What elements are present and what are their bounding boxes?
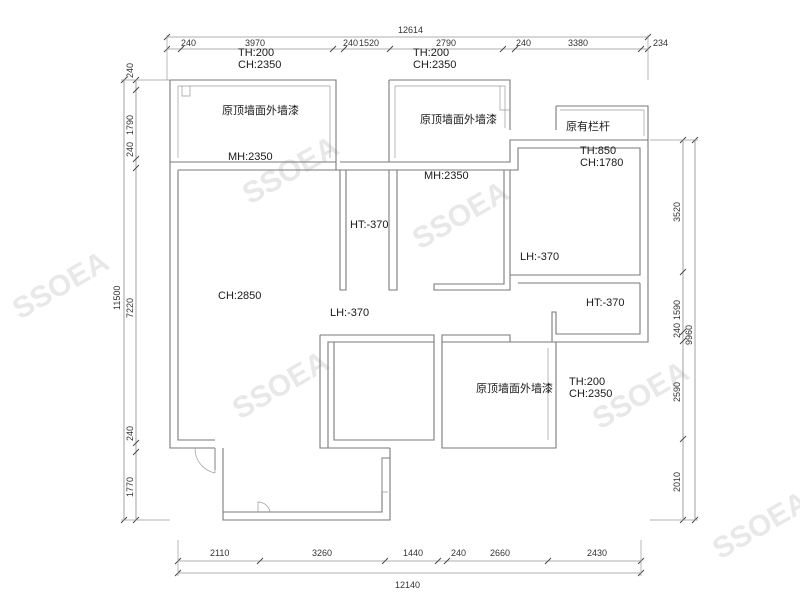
- left-dim-1: 240: [125, 63, 135, 78]
- balcony-mid-wall: [388, 79, 511, 162]
- right-dim-2: 1590: [672, 300, 682, 320]
- left-dim-6: 1770: [125, 477, 135, 497]
- top-dim-4: 1520: [359, 38, 379, 48]
- right-dim-4: 2590: [672, 382, 682, 402]
- bottom-dim-6: 2430: [587, 548, 607, 558]
- lh-neg370-a: LH:-370: [520, 251, 559, 263]
- ch-2350-b: CH:2350: [413, 59, 456, 71]
- th-200-b: TH:200: [413, 47, 449, 59]
- balcony-left-wall: [169, 79, 337, 162]
- balcony-mid-note: 原顶墙面外墙漆: [420, 112, 497, 126]
- ch-2350-c: CH:2350: [569, 388, 612, 400]
- bottom-dimension-chain: 2110 3260 1440 240 2660 2430 12140: [174, 540, 645, 590]
- top-dim-5: 2790: [436, 38, 456, 48]
- svg-text:SSOEA: SSOEA: [227, 345, 334, 426]
- top-total-dim: 12614: [398, 25, 423, 35]
- railing-balcony-wall: [555, 105, 649, 140]
- mh-2350-mid: MH:2350: [424, 170, 469, 182]
- right-dim-1: 3520: [672, 202, 682, 222]
- railing-note: 原有栏杆: [566, 119, 610, 133]
- top-dim-3: 240: [343, 38, 358, 48]
- top-dimension-chain: 12614 240 3970 240 1520 2790 240 3380 23…: [163, 25, 668, 80]
- entry-wall: [214, 448, 391, 521]
- ht-neg370-a: HT:-370: [350, 219, 389, 231]
- watermark: SSOEA SSOEA SSOEA SSOEA SSOEA SSOEA: [7, 130, 800, 566]
- ch-2350-a: CH:2350: [238, 59, 281, 71]
- top-dim-1: 240: [181, 38, 196, 48]
- svg-text:SSOEA: SSOEA: [7, 245, 114, 326]
- right-total-dim: 9960: [684, 325, 694, 345]
- main-left-wall: [169, 162, 215, 449]
- left-dimension-chain: 11500 240 1790 240 7220 240 1770: [112, 63, 170, 524]
- th-200-c: TH:200: [569, 376, 605, 388]
- top-dim-7: 3380: [568, 38, 588, 48]
- bottom-dim-4: 240: [451, 548, 466, 558]
- left-dim-2: 1790: [125, 115, 135, 135]
- left-dim-4: 7220: [125, 298, 135, 318]
- bottom-dim-1: 2110: [210, 548, 229, 558]
- bottom-dim-2: 3260: [312, 548, 332, 558]
- annotations: TH:200 CH:2350 TH:200 CH:2350 原顶墙面外墙漆 原顶…: [218, 47, 625, 400]
- ch-2850: CH:2850: [218, 290, 261, 302]
- left-dim-3: 240: [125, 142, 135, 157]
- left-dim-5: 240: [125, 426, 135, 441]
- walls: [169, 79, 649, 521]
- top-dim-8: 234: [653, 38, 668, 48]
- right-dim-3: 240: [672, 323, 682, 338]
- bottom-dim-5: 2660: [490, 548, 510, 558]
- mh-2350-left: MH:2350: [228, 151, 273, 163]
- svg-text:SSOEA: SSOEA: [407, 175, 514, 256]
- right-dimension-chain: 3520 1590 240 2590 2010 9960: [650, 136, 699, 524]
- bottom-total-dim: 12140: [395, 580, 420, 590]
- balcony-left-note: 原顶墙面外墙漆: [222, 103, 299, 117]
- top-dim-6: 240: [516, 38, 531, 48]
- top-dim-2: 3970: [245, 38, 265, 48]
- balcony-bottom-note: 原顶墙面外墙漆: [476, 381, 553, 395]
- lh-neg370-b: LH:-370: [330, 307, 369, 319]
- bottom-dim-3: 1440: [403, 548, 423, 558]
- left-total-dim: 11500: [112, 286, 122, 310]
- th-850: TH:850: [580, 145, 616, 157]
- ht-neg370-b: HT:-370: [586, 297, 625, 309]
- entry-door-swing: [194, 447, 216, 474]
- ch-1780: CH:1780: [580, 157, 623, 169]
- svg-text:SSOEA: SSOEA: [707, 485, 800, 566]
- th-200-a: TH:200: [238, 47, 274, 59]
- right-dim-5: 2010: [672, 472, 682, 492]
